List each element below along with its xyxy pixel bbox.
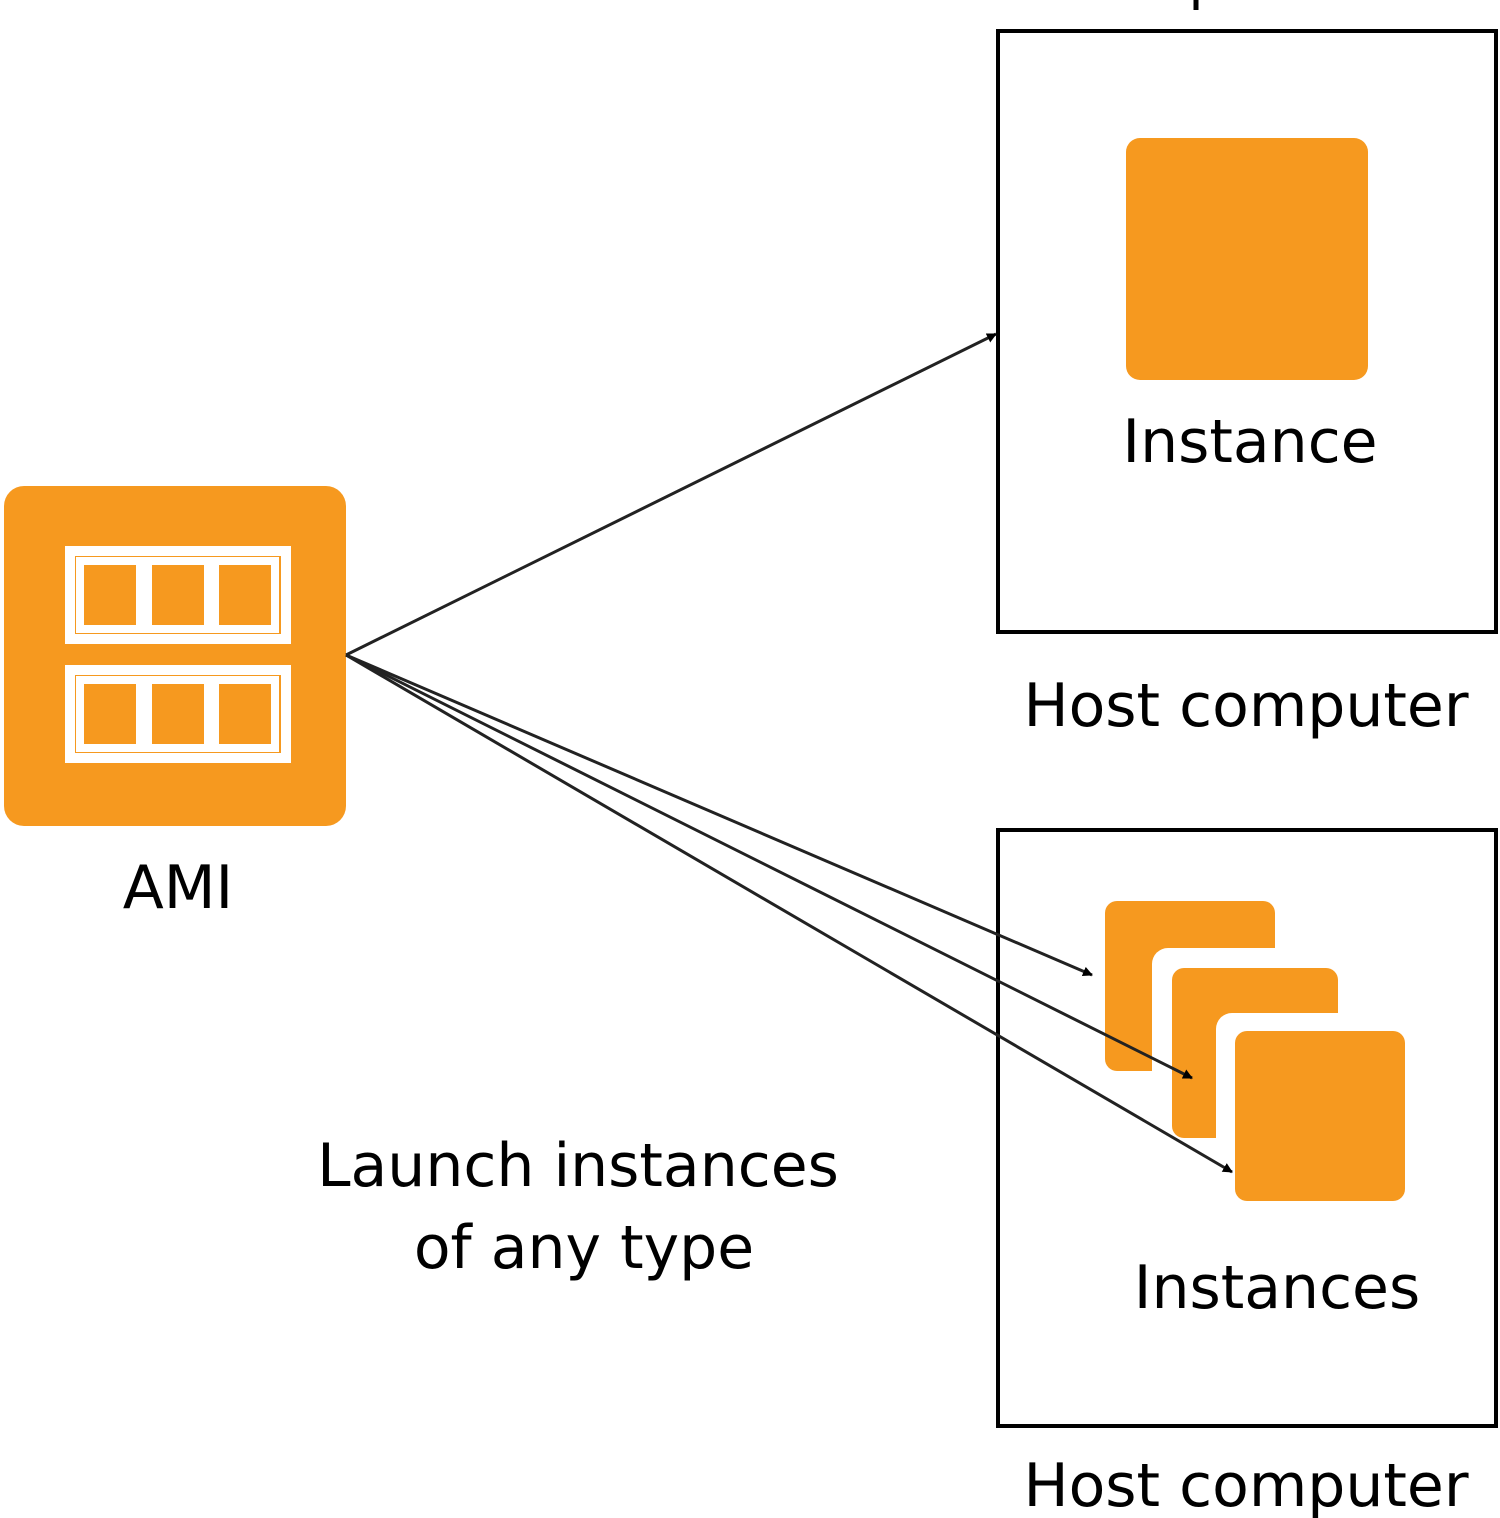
host-computer-1: Instance Host computer	[996, 29, 1498, 741]
caption-line-1: Launch instances	[317, 1131, 839, 1201]
instance-icon	[1126, 138, 1368, 380]
ami-label: AMI	[123, 853, 234, 923]
host-label-1: Host computer	[1023, 671, 1468, 741]
ami-row-bottom	[65, 665, 291, 763]
launch-arrows	[345, 332, 1233, 1174]
host-label-2: Host computer	[1023, 1451, 1468, 1518]
arrow-to-instance-3	[345, 653, 1233, 1174]
caption-line-2: of any type	[414, 1213, 754, 1283]
ami-cell	[211, 676, 279, 752]
host-computer-2: Instances Host computer	[996, 828, 1498, 1518]
ami-row-top	[65, 546, 291, 644]
instance-label: Instance	[1122, 407, 1377, 477]
instances-label: Instances	[1134, 1253, 1420, 1323]
instance-icon-3	[1235, 1031, 1405, 1201]
ami-cell	[76, 557, 144, 633]
ami-icon-background	[4, 486, 346, 826]
arrow-to-instance-1	[345, 653, 1093, 977]
ami-cell	[144, 676, 212, 752]
ami-icon	[4, 486, 346, 826]
ami-cell	[211, 557, 279, 633]
arrow-to-host-1	[345, 332, 997, 657]
ami-cell	[76, 676, 144, 752]
ami-cell	[144, 557, 212, 633]
arrow-to-instance-2	[345, 653, 1193, 1080]
